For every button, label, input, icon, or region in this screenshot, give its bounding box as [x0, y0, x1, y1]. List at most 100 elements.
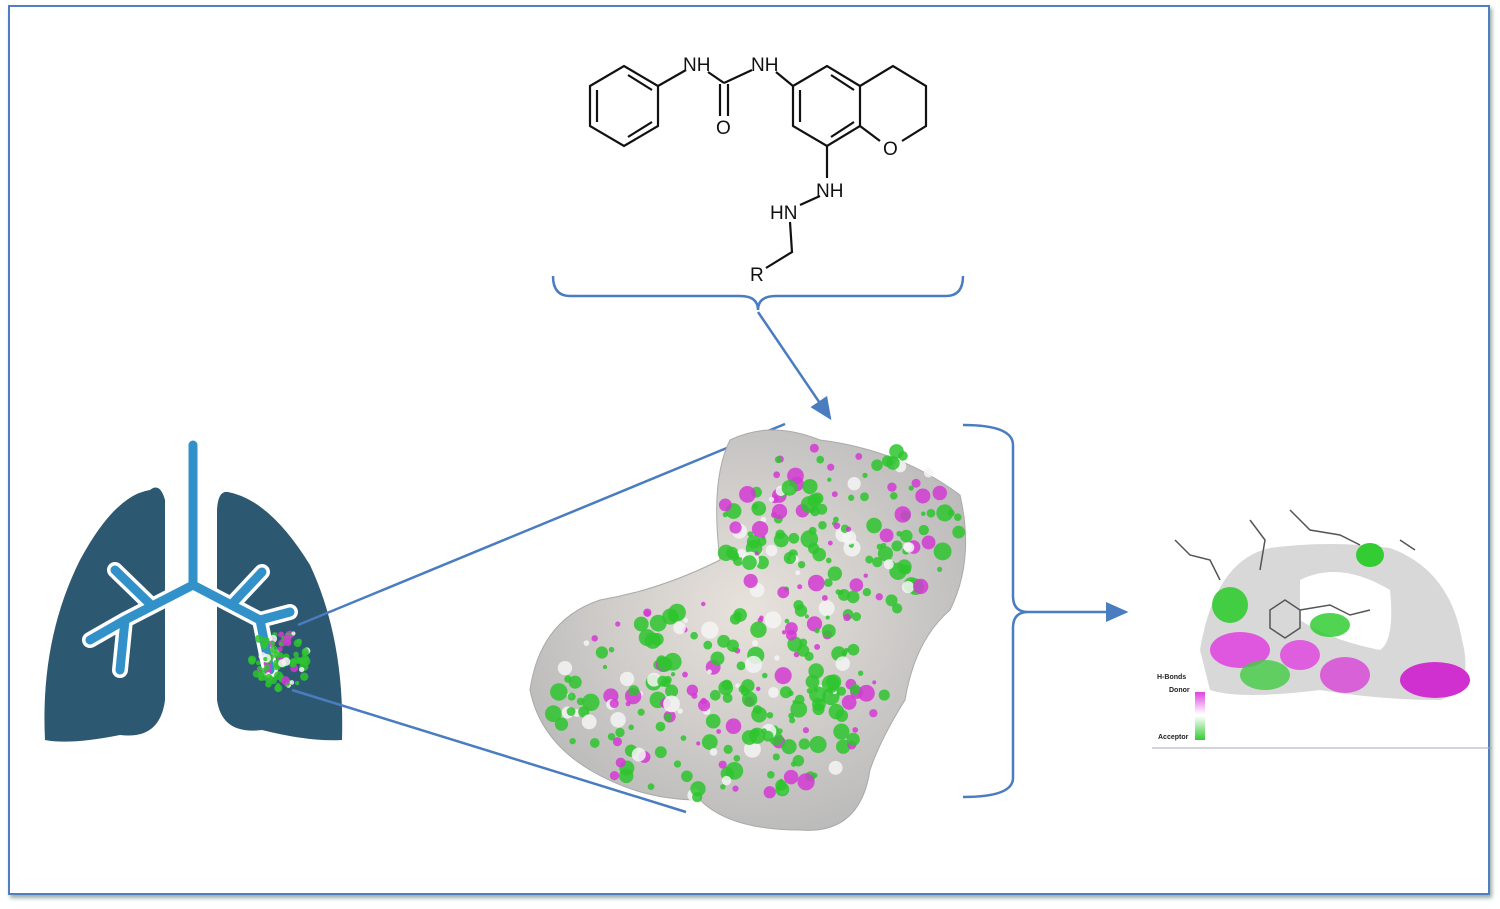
surface-patch: [833, 723, 850, 740]
surface-patch: [649, 614, 667, 632]
surface-patch: [797, 644, 810, 657]
surface-patch: [300, 672, 309, 681]
surface-patch: [793, 599, 804, 611]
surface-patch: [788, 532, 800, 544]
surface-patch: [609, 699, 619, 709]
surface-patch: [569, 737, 576, 745]
surface-patch: [701, 621, 719, 639]
surface-patch: [628, 685, 640, 696]
surface-patch: [883, 559, 894, 570]
surface-patch: [735, 683, 740, 688]
surface-patch: [794, 694, 805, 705]
surface-patch: [301, 647, 309, 655]
surface-patch: [847, 477, 861, 491]
surface-patch: [670, 672, 676, 677]
surface-patch: [705, 713, 721, 729]
surface-patch: [816, 455, 825, 464]
surface-patch: [628, 724, 634, 731]
surface-patch: [872, 680, 877, 685]
surface-patch: [926, 508, 936, 518]
surface-patch: [805, 674, 820, 689]
surface-patch: [773, 471, 781, 479]
surface-patch: [554, 717, 569, 731]
surface-patch: [835, 739, 851, 754]
surface-patch: [815, 704, 822, 711]
surface-patch: [937, 566, 943, 572]
surface-patch: [871, 459, 883, 471]
surface-patch: [677, 708, 683, 714]
surface-patch: [923, 468, 934, 478]
surface-patch: [723, 744, 733, 755]
surface-patch: [631, 747, 646, 762]
acceptor-color-bar: [1195, 716, 1205, 740]
surface-patch: [696, 741, 701, 746]
surface-patch: [278, 659, 287, 668]
surface-patch: [781, 630, 787, 635]
surface-patch: [625, 701, 631, 707]
surface-patch: [879, 528, 894, 543]
surface-patch: [756, 686, 761, 692]
surface-patch: [857, 684, 875, 702]
surface-patch: [821, 594, 828, 601]
surface-patch: [279, 641, 284, 646]
surface-patch: [289, 680, 295, 685]
surface-patch: [831, 491, 838, 498]
atom-o-carbonyl: O: [716, 118, 731, 139]
surface-patch: [610, 711, 626, 728]
surface-patch: [846, 590, 860, 604]
legend-donor: Donor: [1169, 687, 1190, 694]
surface-patch: [886, 456, 900, 470]
surface-patch: [877, 546, 894, 562]
surface-patch: [725, 718, 742, 734]
surface-patch: [582, 693, 600, 712]
surface-patch: [789, 717, 796, 724]
surface-patch: [615, 621, 621, 627]
surface-patch: [821, 624, 836, 639]
surface-patch: [777, 728, 783, 734]
surface-patch: [657, 656, 673, 672]
atom-nh-1: NH: [683, 55, 710, 76]
surface-patch: [662, 608, 679, 625]
surface-patch: [804, 614, 810, 619]
surface-patch: [827, 463, 835, 471]
surface-patch: [680, 735, 687, 741]
surface-patch: [827, 540, 833, 546]
surface-patch: [294, 681, 300, 686]
surface-patch: [845, 526, 852, 532]
surface-patch: [897, 559, 912, 574]
surface-patch: [781, 479, 798, 496]
surface-patch: [953, 513, 962, 522]
surface-patch: [947, 509, 955, 517]
surface-patch: [790, 700, 808, 718]
surface-patch: [894, 506, 911, 523]
surface-patch: [818, 521, 827, 530]
surface-patch: [841, 530, 857, 545]
surface-patch: [732, 646, 738, 653]
surface-patch: [583, 640, 590, 647]
surface-patch: [718, 760, 727, 769]
surface-patch: [802, 478, 818, 495]
surface-patch: [700, 697, 707, 705]
surface-patch: [862, 472, 868, 478]
surface-patch: [838, 590, 844, 596]
surface-patch: [818, 600, 835, 617]
surface-patch: [833, 522, 841, 530]
binding-pocket-view: H-Bonds Donor Acceptor: [1152, 509, 1492, 749]
surface-patch: [784, 618, 790, 624]
surface-patch: [885, 594, 898, 607]
surface-patch: [849, 578, 864, 592]
surface-patch: [607, 732, 616, 741]
surface-patch: [718, 498, 732, 512]
surface-patch: [892, 603, 903, 614]
surface-patch: [878, 689, 890, 701]
surface-patch: [921, 535, 936, 550]
surface-patch: [832, 516, 839, 523]
surface-patch: [252, 670, 261, 678]
surface-patch: [828, 760, 843, 775]
surface-patch: [647, 672, 662, 687]
surface-patch: [254, 634, 264, 643]
surface-patch: [841, 695, 857, 710]
surface-patch: [855, 452, 863, 460]
legend-acceptor: Acceptor: [1158, 734, 1189, 741]
surface-patch: [890, 492, 898, 500]
